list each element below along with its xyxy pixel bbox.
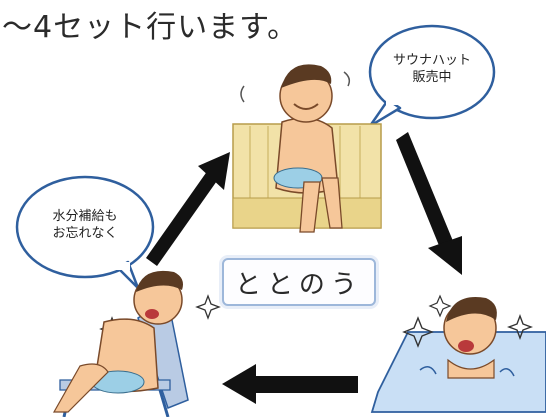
- bubble-sauna-hat-text: サウナハット 販売中: [376, 52, 488, 86]
- cold-bath-person-icon: [370, 297, 546, 413]
- arrow-left: [222, 364, 358, 404]
- bubble-sauna-hat-line1: サウナハット: [392, 53, 471, 68]
- arrow-right-down: [396, 132, 462, 275]
- bubble-water-line1: 水分補給も: [52, 209, 118, 224]
- sauna-person-icon: [232, 64, 382, 233]
- bubble-water: [15, 175, 155, 290]
- bubble-sauna-hat-line2: 販売中: [412, 70, 452, 85]
- heading-text: 〜4セット行います。: [2, 10, 299, 45]
- bubble-water-line2: お忘れなく: [52, 226, 118, 241]
- arrow-left-up: [146, 152, 230, 266]
- bubble-water-text: 水分補給も お忘れなく: [30, 208, 140, 242]
- totonou-label: ととのう: [222, 258, 376, 306]
- resting-person-icon: [52, 270, 189, 417]
- bubble-sauna-hat: [368, 24, 496, 128]
